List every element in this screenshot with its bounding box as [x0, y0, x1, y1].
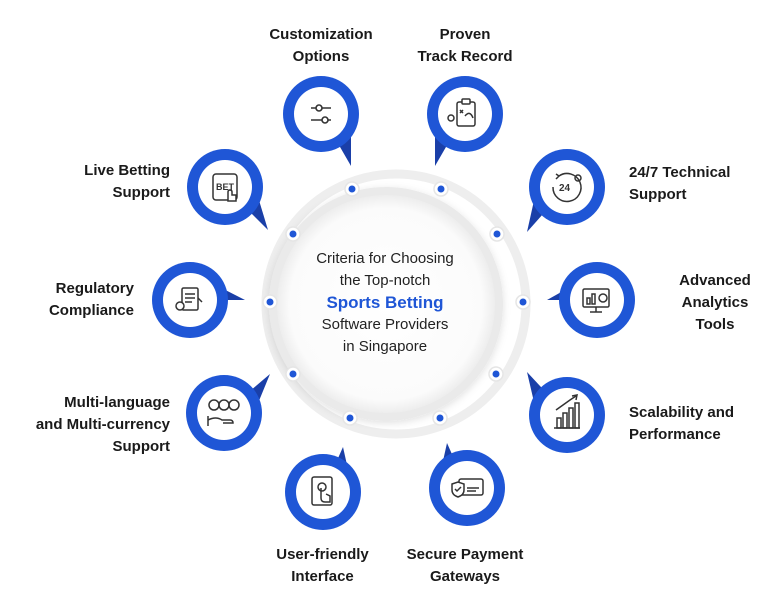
label-secure-payment: Secure Payment Gateways [395, 544, 535, 588]
node-analytics [547, 262, 635, 338]
center-line-1: Criteria for Choosing [316, 250, 454, 267]
label-line: 24/7 Technical [629, 164, 731, 181]
ring-dot [285, 226, 301, 242]
label-line: Performance [629, 426, 721, 443]
analytics-monitor-icon [582, 288, 610, 313]
label-line: Options [292, 48, 350, 65]
node-proven [427, 76, 503, 166]
center-title: Criteria for Choosing the Top-notch Spor… [295, 248, 475, 358]
label-line: Customization [269, 26, 373, 43]
label-line: Analytics [681, 294, 749, 311]
ring-dot [433, 181, 449, 197]
label-analytics: Advanced Analytics Tools [665, 270, 765, 336]
svg-text:BET: BET [216, 182, 235, 192]
secure-card-icon [451, 478, 484, 498]
bet-phone-icon: BET [212, 173, 238, 202]
sliders-icon [311, 104, 331, 124]
node-secure-payment [429, 443, 505, 526]
label-line: Live Betting [84, 162, 170, 179]
label-user-friendly: User-friendly Interface [260, 544, 385, 588]
node-24-7: 24 [527, 149, 605, 232]
label-line: Interface [291, 568, 354, 585]
label-multi-language: Multi-language and Multi-currency Suppor… [8, 392, 170, 458]
ring-dot [342, 410, 358, 426]
ring-dot [432, 410, 448, 426]
label-line: Multi-language [64, 394, 170, 411]
ring-dot [489, 226, 505, 242]
ring-dot [285, 366, 301, 382]
ring-dot [262, 294, 278, 310]
center-highlight: Sports Betting [326, 293, 444, 312]
label-line: User-friendly [276, 546, 369, 563]
label-line: Support [112, 438, 171, 455]
ring-dot [488, 366, 504, 382]
label-24-7: 24/7 Technical Support [629, 162, 759, 206]
label-line: Proven [439, 26, 491, 43]
label-line: Scalability and [629, 404, 735, 421]
clock-24-icon: 24 [552, 172, 582, 203]
label-line: Track Record [417, 48, 513, 65]
label-customization: Customization Options [256, 24, 386, 68]
node-regulatory [152, 262, 245, 338]
label-scalability: Scalability and Performance [629, 402, 764, 446]
center-line-2: the Top-notch [339, 272, 431, 289]
label-line: Tools [695, 316, 735, 333]
svg-text:24: 24 [559, 183, 571, 194]
bar-chart-growth-icon [554, 394, 580, 429]
node-scalability [527, 372, 605, 453]
ring-dot [515, 294, 531, 310]
ring-dot [344, 181, 360, 197]
label-line: Gateways [429, 568, 501, 585]
node-live-betting: BET [187, 149, 268, 230]
label-line: and Multi-currency [35, 416, 170, 433]
label-line: Advanced [679, 272, 751, 289]
label-line: Support [112, 184, 171, 201]
touch-screen-icon [311, 476, 333, 506]
label-live-betting: Live Betting Support [40, 160, 170, 204]
label-regulatory: Regulatory Compliance [20, 278, 134, 322]
node-user-friendly [285, 447, 361, 530]
center-line-4: in Singapore [342, 338, 428, 355]
center-line-3: Software Providers [321, 316, 449, 333]
node-customization [283, 76, 359, 166]
label-line: Regulatory [55, 280, 134, 297]
ring-dots [262, 181, 531, 426]
label-line: Compliance [48, 302, 134, 319]
label-line: Support [629, 186, 687, 203]
legal-document-icon [175, 287, 203, 311]
label-line: Secure Payment [406, 546, 524, 563]
coins-hand-icon [207, 399, 240, 426]
clipboard-strategy-icon [447, 98, 476, 127]
node-multi-language [186, 374, 270, 451]
label-proven: Proven Track Record [395, 24, 535, 68]
